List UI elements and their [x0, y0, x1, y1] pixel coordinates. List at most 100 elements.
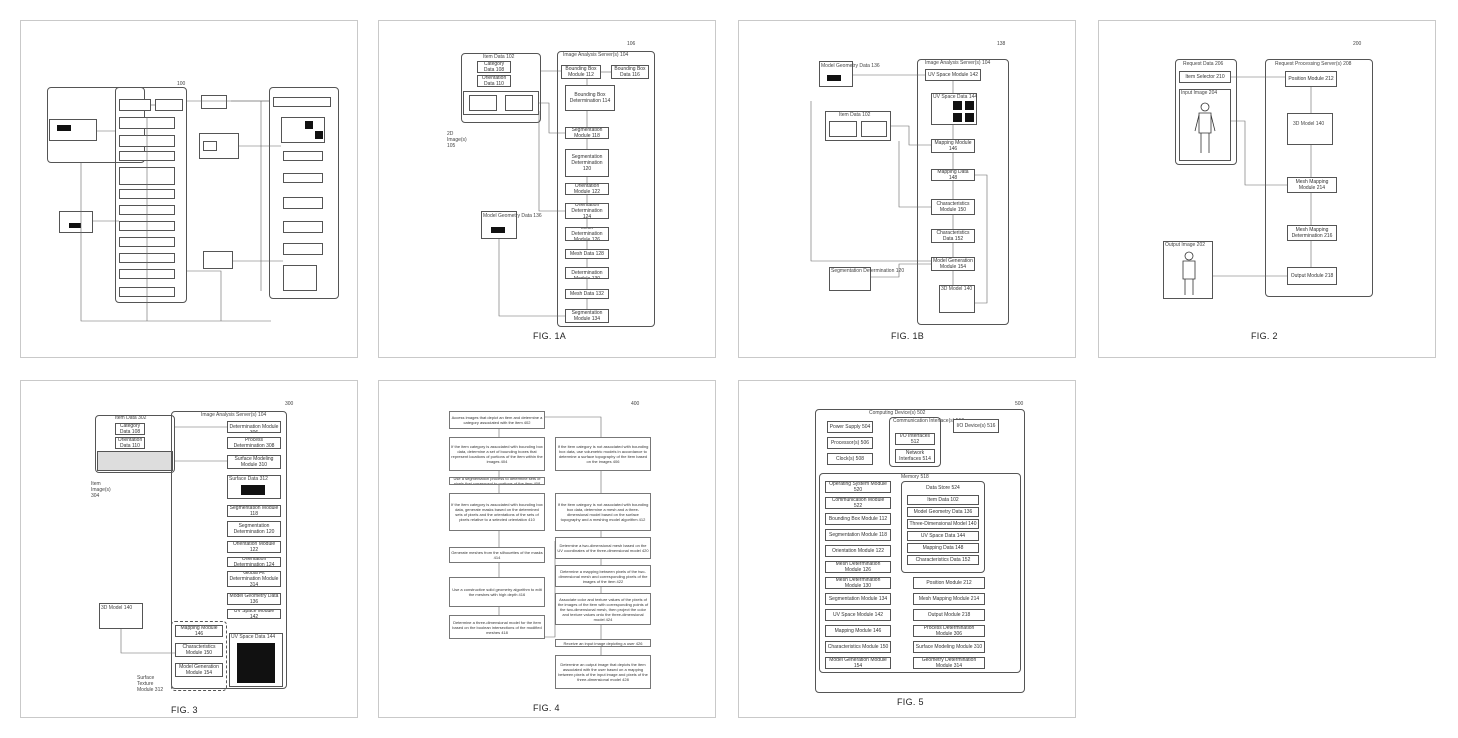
fig5-comm-frame — [889, 417, 941, 467]
fig5-module: Communication Module 522 — [825, 497, 891, 509]
fig1b-item-glass-front — [829, 121, 857, 137]
fig5-module: Segmentation Module 134 — [825, 593, 891, 605]
fig2-mesh-mapping: Mesh Mapping Module 214 — [1287, 177, 1337, 193]
fig5-datastore-frame — [901, 481, 985, 573]
fig3-caption: FIG. 3 — [171, 705, 198, 715]
fig5-clocks: Clock(s) 508 — [827, 453, 873, 465]
fig1-uv-tile-1 — [305, 121, 313, 129]
fig1b-model-geom-label: Model Geometry Data 136 — [821, 63, 880, 69]
fig5-memory: Memory 518 — [901, 474, 929, 480]
fig5-power: Power Supply 504 — [827, 421, 873, 433]
fig1b-item-glass-side — [861, 121, 887, 137]
fig1a-caption: FIG. 1A — [533, 331, 567, 341]
fig1a-mesh-data2: Mesh Data 132 — [565, 289, 609, 299]
fig1-r-mod-1 — [273, 97, 331, 107]
fig4-step-right: Receive an input image depicting a user … — [555, 639, 651, 647]
fig1-r-mod-6 — [283, 243, 323, 255]
fig1a-mesh-det2: Mesh Determination Module 130 — [565, 267, 609, 279]
fig1a-server: Image Analysis Server(s) 104 — [563, 52, 629, 58]
fig1-mod-8 — [119, 205, 175, 215]
fig1b-uv-tile-4 — [965, 113, 974, 122]
fig1a-item-frame — [461, 53, 541, 123]
fig1a-mesh-det: Mesh Determination Module 126 — [565, 227, 609, 241]
fig1-seg-det — [203, 251, 233, 269]
fig2-request-frame — [1175, 59, 1237, 165]
fig4-step-left: If the item category is associated with … — [449, 437, 545, 471]
fig3-images-label: Item Image(s) 304 — [91, 481, 111, 499]
fig3-orientation: Orientation Data 110 — [115, 437, 145, 449]
fig5-module: Operating System Module 520 — [825, 481, 891, 493]
fig1-r-uv — [281, 117, 325, 143]
figure-4-panel: 400 Access images that depict an item an… — [378, 380, 716, 718]
fig1-mod-13 — [119, 287, 175, 297]
fig3-server-frame — [171, 411, 287, 689]
fig1-r-mod-3 — [283, 173, 323, 183]
fig1b-model-3d — [939, 285, 975, 313]
fig3-surface-data-label: Surface Data 312 — [229, 476, 268, 482]
fig5-data-item: Characteristics Data 152 — [907, 555, 979, 565]
fig5-network: Network Interfaces 514 — [895, 449, 935, 463]
fig1b-geom-glasses — [827, 75, 841, 81]
fig4-ref: 400 — [631, 401, 640, 407]
figure-2-panel: 200 Request Data 206 Item Selector 210 I… — [1098, 20, 1436, 358]
fig4-step-right: If the item category is not associated w… — [555, 493, 651, 531]
fig1b-uv-data-label: UV Space Data 144 — [933, 94, 978, 100]
fig3-images — [97, 451, 173, 471]
fig3-item-frame — [95, 415, 175, 473]
fig1a-mesh-data: Mesh Data 128 — [565, 249, 609, 259]
fig3-surface-texture-label: Surface Texture Module 312 — [137, 675, 164, 693]
fig5-module-right: Geometry Determination Module 314 — [913, 657, 985, 669]
fig2-caption: FIG. 2 — [1251, 331, 1278, 341]
fig4-step-left: Generate meshes from the silhouettes of … — [449, 547, 545, 563]
fig1a-segmentation: Segmentation Module 134 — [565, 309, 609, 323]
fig1b-model-geom — [819, 61, 853, 87]
fig1b-mapping-module: Mapping Module 146 — [931, 139, 975, 153]
fig1b-uv-tile-2 — [965, 101, 974, 110]
fig3-model-gen: Model Generation Module 154 — [175, 663, 223, 677]
fig3-item-data: Item Data 302 — [115, 415, 147, 421]
fig3-uv-blob — [237, 643, 275, 683]
fig1a-seg-module: Segmentation Module 118 — [565, 127, 609, 139]
fig4-step-left: Determine a three-dimensional model for … — [449, 615, 545, 639]
fig5-computing: Computing Device(s) 502 — [869, 410, 926, 416]
fig2-mesh-det: Mesh Mapping Determination 216 — [1287, 225, 1337, 241]
fig1b-ref: 138 — [997, 41, 1006, 47]
fig3-uv-space: UV Space Module 142 — [227, 609, 281, 619]
fig1-geom-glasses — [69, 223, 81, 228]
fig3-server: Image Analysis Server(s) 104 — [201, 412, 267, 418]
fig1a-bbox-data: Bounding Box Data 116 — [611, 65, 649, 79]
fig2-request: Request Data 206 — [1183, 61, 1224, 67]
fig5-comm: Communication Interface(s) 510 — [893, 418, 965, 424]
fig1-mod-9 — [119, 221, 175, 231]
fig1a-model-geom-label: Model Geometry Data 136 — [483, 213, 542, 219]
fig1-mod-5 — [119, 151, 175, 161]
fig5-module: Mesh Determination Module 130 — [825, 577, 891, 589]
fig1-mod-2 — [155, 99, 183, 111]
fig1b-server: Image Analysis Server(s) 104 — [925, 60, 991, 66]
fig5-module: Segmentation Module 118 — [825, 529, 891, 541]
fig1-item-block — [49, 119, 97, 141]
fig1b-connectors — [810, 74, 988, 304]
fig1-ref: 100 — [177, 81, 186, 87]
fig4-step-left: Use a constructive solid geometry algori… — [449, 577, 545, 607]
figure-5-panel: 500 Computing Device(s) 502 Power Supply… — [738, 380, 1076, 718]
fig2-input-image-label: Input Image 204 — [1181, 90, 1218, 96]
fig3-model-3d — [99, 603, 143, 629]
fig1a-bbox-module: Bounding Box Module 112 — [561, 65, 601, 79]
fig1b-uv-tile-1 — [953, 101, 962, 110]
fig5-module-right: Surface Modeling Module 310 — [913, 641, 985, 653]
fig1-mod-3 — [119, 117, 175, 129]
fig1-r-mod-4 — [283, 197, 323, 209]
fig4-step-right: If the item category is not associated w… — [555, 437, 651, 471]
fig5-data-item: Mapping Data 148 — [907, 543, 979, 553]
fig1-mod-11 — [119, 253, 175, 263]
fig5-memory-frame — [819, 473, 1021, 673]
fig3-orient-module: Orientation Module 122 — [227, 541, 281, 553]
figure-3-panel: 300 Item Data 302 Category Data 108 Orie… — [20, 380, 358, 718]
fig2-ref: 200 — [1353, 41, 1362, 47]
fig1-mod-10 — [119, 237, 175, 247]
fig1-mod-4 — [119, 135, 175, 147]
fig4-step-left: Use a segmentation process to determine … — [449, 477, 545, 485]
fig1a-geom-glasses — [491, 227, 505, 233]
fig5-module-right: Mesh Mapping Module 214 — [913, 593, 985, 605]
